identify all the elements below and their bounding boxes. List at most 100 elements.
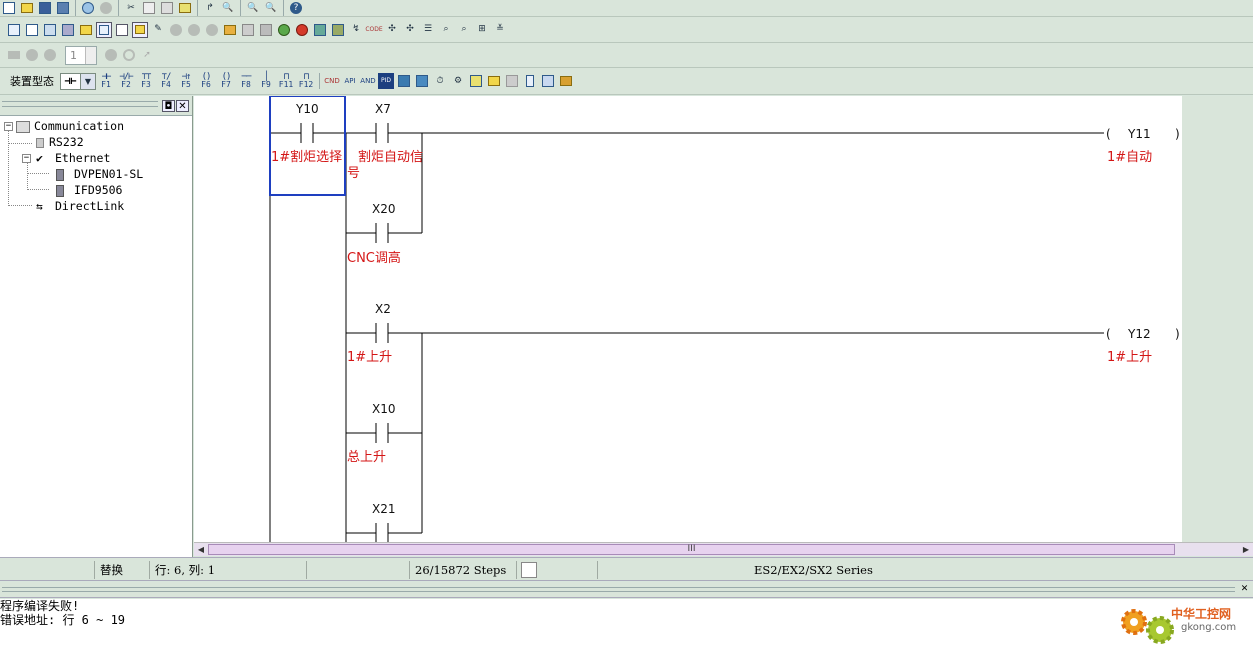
code-icon[interactable]: CODE	[365, 25, 383, 33]
zoom-out-icon[interactable]: 🔍	[265, 2, 277, 13]
grid-icon[interactable]	[114, 22, 130, 38]
stop-monitor-icon[interactable]	[103, 47, 119, 63]
f11-button[interactable]: ⊓F11	[278, 72, 294, 89]
table-icon[interactable]	[132, 21, 148, 38]
bookmark-icon[interactable]	[222, 22, 238, 38]
search-device-icon[interactable]: ⌕	[443, 24, 449, 34]
gear-icon[interactable]: ⚙	[453, 75, 463, 86]
tree-item-directlink[interactable]: ⇆DirectLink	[36, 199, 125, 213]
step-count-spinner[interactable]: 1	[65, 45, 97, 65]
wave-icon[interactable]	[414, 73, 430, 89]
block-icon[interactable]	[258, 22, 274, 38]
f2-contact-nc-button[interactable]: ⊣/⊢F2	[119, 72, 133, 89]
status-checkbox[interactable]	[521, 562, 537, 578]
comment-toggle-icon[interactable]	[96, 21, 112, 38]
gear-logo-icon	[1121, 609, 1174, 644]
upload-icon[interactable]	[330, 22, 346, 38]
message-line: 错误地址: 行 6 ~ 19	[0, 613, 126, 627]
f1-contact-button[interactable]: ⊣⊢F1	[101, 72, 111, 89]
list-icon[interactable]: ☰	[423, 24, 433, 34]
settings-icon[interactable]: ≚	[496, 24, 504, 34]
sfc-view-icon[interactable]	[42, 22, 58, 38]
device-type-combo[interactable]: ⊣⊢ ▼	[60, 72, 96, 90]
comment-bubble2-icon[interactable]	[186, 22, 202, 38]
tree-item-ethernet[interactable]: ✔Ethernet	[36, 151, 111, 165]
chevron-down-icon[interactable]: ▼	[80, 73, 95, 89]
open-file-icon[interactable]	[19, 0, 35, 16]
decompile-icon[interactable]: ✣	[406, 24, 414, 34]
help-icon[interactable]: ?	[288, 0, 304, 16]
monitor-pause-icon[interactable]	[24, 47, 40, 63]
pid-icon[interactable]: PID	[378, 73, 394, 89]
monitor-icon[interactable]: ↯	[352, 24, 360, 34]
collapse-toggle[interactable]: −	[4, 121, 13, 131]
horizontal-scrollbar[interactable]: ◀ III ▶	[194, 542, 1253, 556]
jump-icon[interactable]: ↱	[206, 2, 214, 13]
ladder-editor[interactable]: Y10 1#割炬选择 X7 割炬自动信 号 X20 CNC调高 ( Y11 ) …	[194, 96, 1182, 542]
and-icon[interactable]: AND	[360, 76, 376, 85]
scroll-right-icon[interactable]: ▶	[1242, 545, 1250, 554]
f9-vline-button[interactable]: │F9	[261, 72, 271, 89]
column-icon[interactable]	[522, 73, 538, 89]
brush-icon[interactable]: ✎	[154, 24, 162, 34]
f8-line-button[interactable]: ──F8	[241, 72, 251, 89]
tree-item-dvpen01[interactable]: DVPEN01-SL	[56, 166, 143, 182]
pointer-icon[interactable]: ➚	[143, 49, 151, 60]
panel-grip[interactable]	[2, 101, 158, 107]
ladder-gray-icon[interactable]	[504, 73, 520, 89]
search-replace-icon[interactable]: ⌕	[461, 24, 467, 34]
tree-item-ifd9506[interactable]: IFD9506	[56, 182, 122, 198]
save-all-icon[interactable]	[55, 0, 71, 16]
cut-icon[interactable]: ✂	[127, 2, 135, 13]
cnd-icon[interactable]: CND	[324, 76, 340, 85]
split-icon[interactable]	[540, 73, 556, 89]
timer-icon[interactable]: ⏱	[436, 75, 444, 86]
close-icon[interactable]: ✕	[176, 100, 189, 112]
ladder-view-icon[interactable]	[6, 22, 22, 38]
paste-icon[interactable]	[159, 0, 175, 16]
mcu-icon[interactable]	[468, 73, 484, 89]
new-file-icon[interactable]	[1, 0, 17, 16]
download-icon[interactable]	[312, 22, 328, 38]
edit-comment-icon[interactable]	[78, 22, 94, 38]
refresh-icon[interactable]	[121, 47, 137, 63]
api-icon[interactable]: API	[344, 76, 356, 85]
mail-icon[interactable]	[486, 73, 502, 89]
globe-icon[interactable]	[276, 22, 292, 38]
monitor-start-icon[interactable]	[6, 47, 22, 63]
module-icon[interactable]	[558, 73, 574, 89]
collapse-toggle[interactable]: −	[22, 153, 31, 163]
f6-coil-button[interactable]: ()F6	[201, 72, 211, 89]
save-icon[interactable]	[37, 0, 53, 16]
f5-rising-button[interactable]: ⊣↑F5	[181, 72, 191, 89]
check-icon: ✔	[36, 151, 43, 165]
comment-bubble-icon[interactable]	[168, 22, 184, 38]
pin-icon[interactable]: ◘	[162, 100, 175, 112]
f7-coil-button[interactable]: ()F7	[221, 72, 231, 89]
close-icon[interactable]: ✕	[1240, 584, 1249, 594]
tree-item-communication[interactable]: Communication	[16, 118, 124, 134]
scrollbar-thumb[interactable]: III	[208, 544, 1175, 555]
marker-icon[interactable]	[204, 22, 220, 38]
redo-icon[interactable]	[98, 0, 114, 16]
instruction-view-icon[interactable]	[24, 22, 40, 38]
undo-icon[interactable]	[80, 0, 96, 16]
eraser-icon[interactable]	[177, 0, 193, 16]
device-comment-icon[interactable]	[60, 22, 76, 38]
monitor-step-icon[interactable]	[42, 47, 58, 63]
panel-grip[interactable]	[2, 587, 1235, 592]
network-icon[interactable]: ⊞	[478, 24, 486, 34]
watermark-url: gkong.com	[1181, 622, 1237, 633]
f3-parallel-button[interactable]: ⊤⊤F3	[141, 72, 151, 89]
speed-icon[interactable]	[396, 73, 412, 89]
stop-icon[interactable]	[294, 22, 310, 38]
zoom-in-icon[interactable]: 🔍	[247, 2, 259, 13]
tree-item-rs232[interactable]: RS232	[36, 134, 84, 150]
page-icon[interactable]	[240, 22, 256, 38]
scroll-left-icon[interactable]: ◀	[197, 545, 205, 554]
find-icon[interactable]: 🔍	[222, 2, 234, 13]
f12-button[interactable]: ⊓F12	[298, 72, 314, 89]
copy-icon[interactable]	[141, 0, 157, 16]
f4-parallel-nc-button[interactable]: ⊤/F4	[161, 72, 171, 89]
compile-icon[interactable]: ✣	[388, 24, 396, 34]
